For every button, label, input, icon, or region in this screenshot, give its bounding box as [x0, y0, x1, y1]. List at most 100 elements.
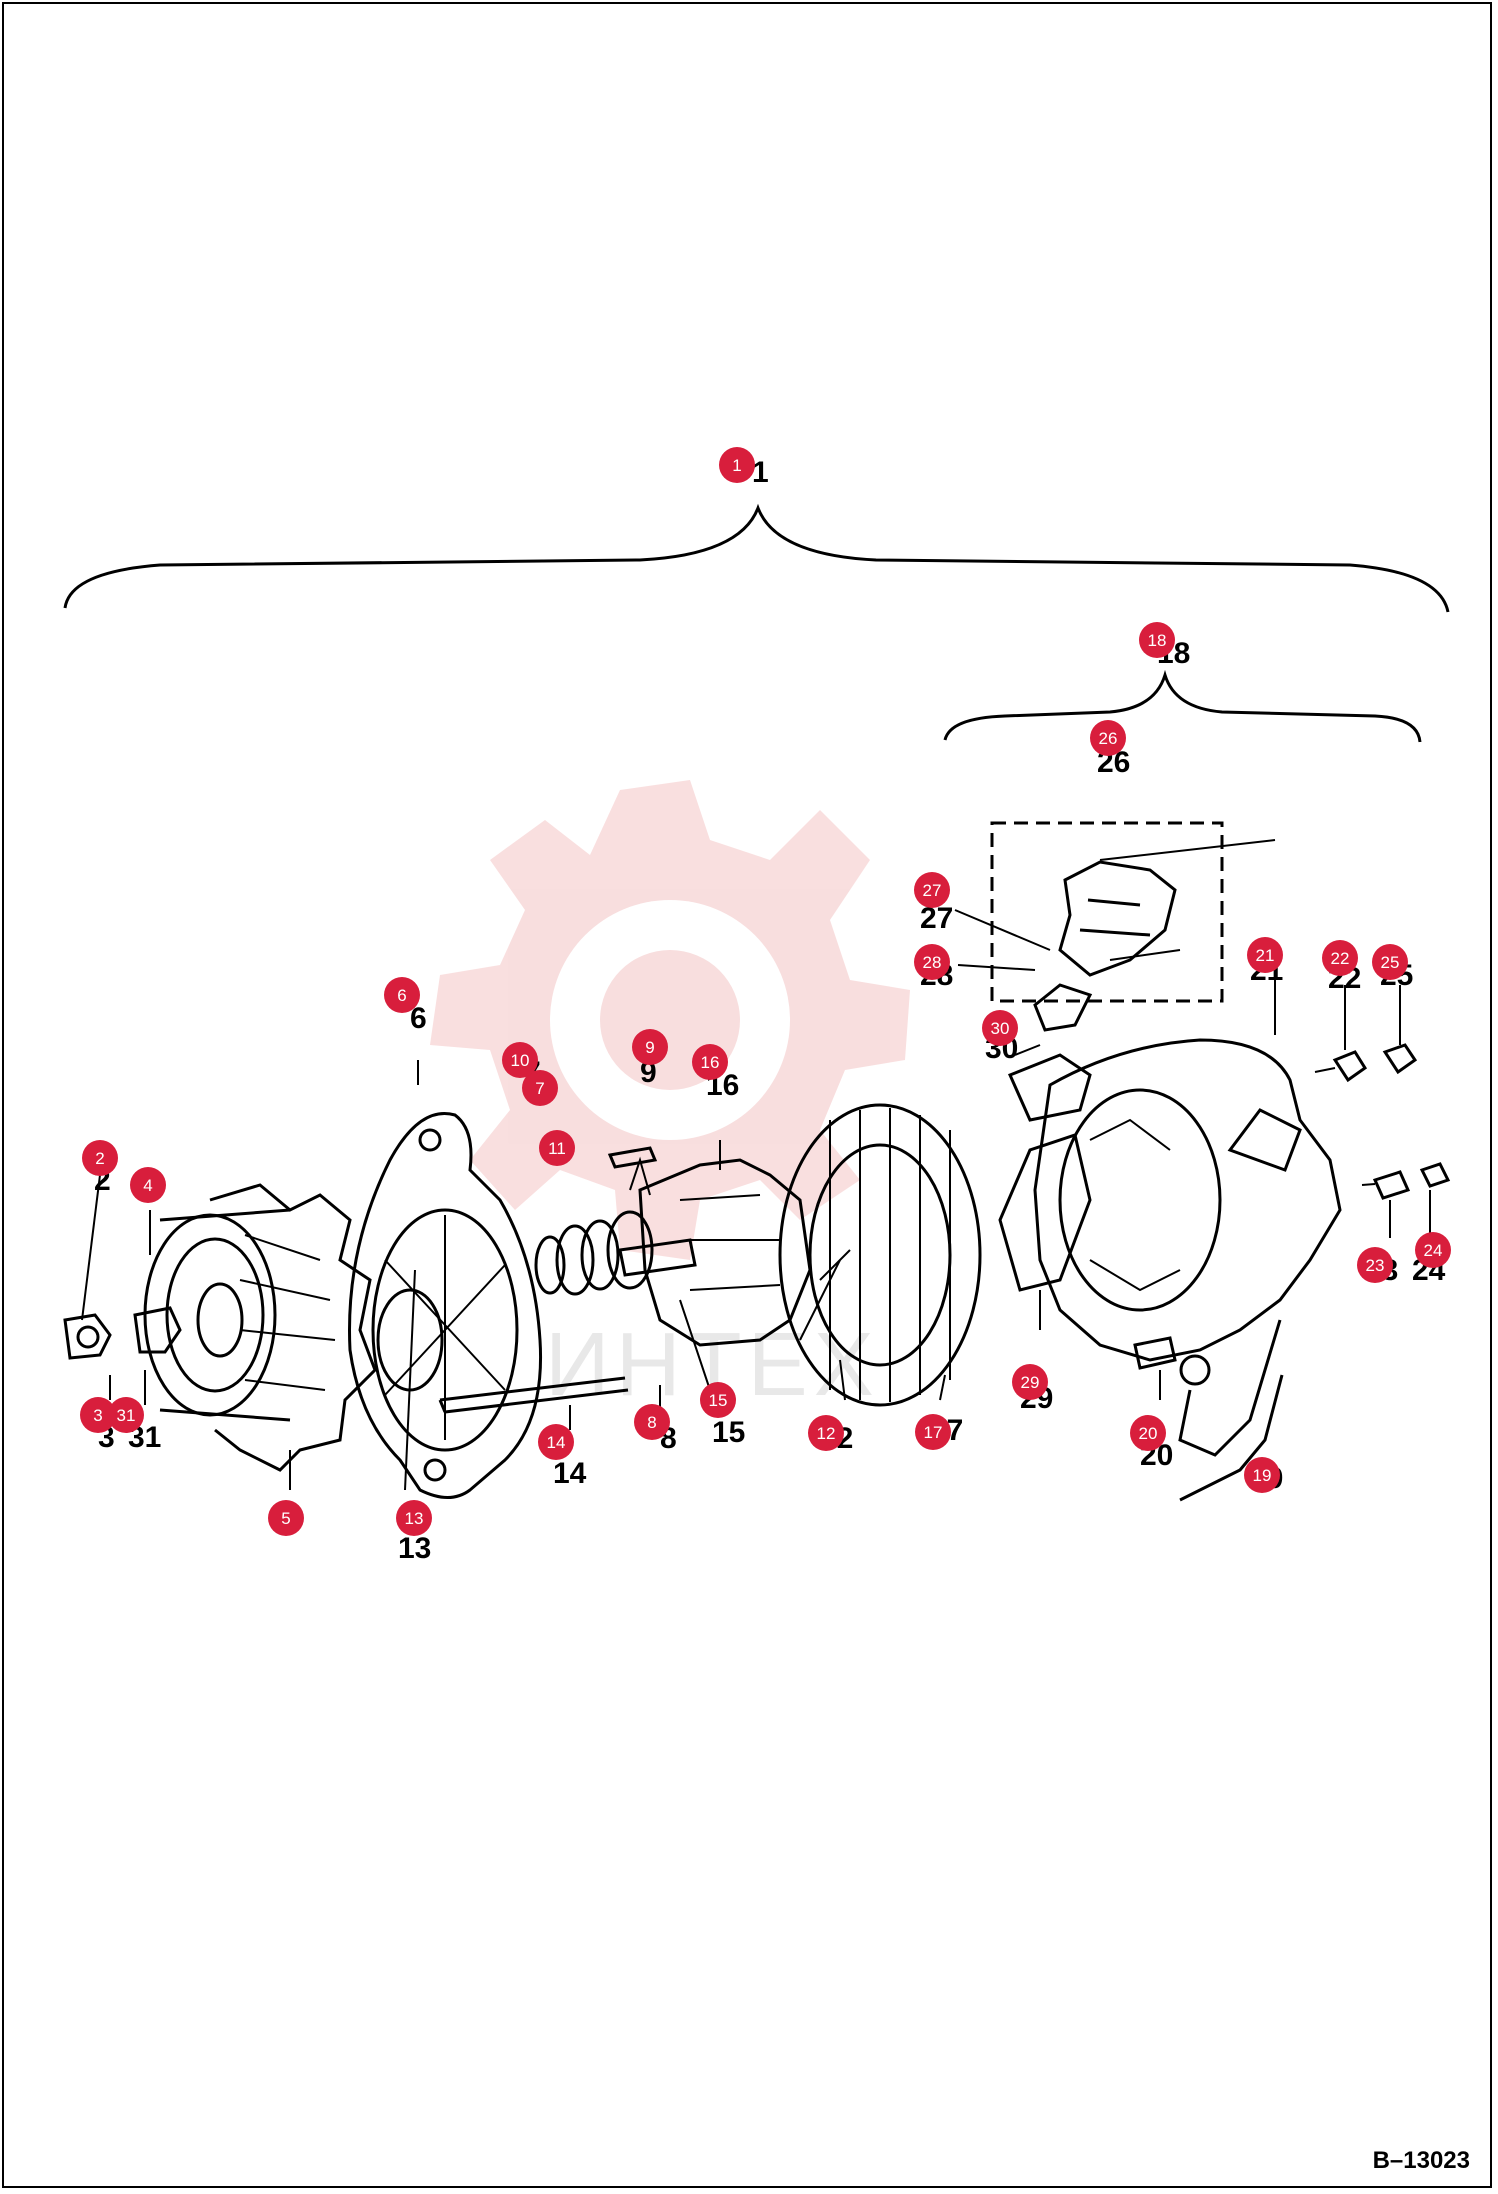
svg-text:1: 1	[732, 456, 741, 475]
callout-19[interactable]: 19	[1244, 1457, 1280, 1493]
rectifier-part-30	[1007, 1053, 1092, 1122]
terminal-nut-22	[1332, 1050, 1368, 1083]
callout-17[interactable]: 17	[915, 1414, 951, 1450]
callout-7[interactable]: 7	[522, 1070, 558, 1106]
svg-text:8: 8	[647, 1413, 656, 1432]
svg-text:18: 18	[1148, 631, 1167, 650]
svg-text:15: 15	[709, 1391, 728, 1410]
terminal-23	[1372, 1170, 1411, 1200]
bracket-part-19	[1179, 1374, 1284, 1502]
terminal-24	[1419, 1162, 1451, 1188]
callout-31[interactable]: 31	[108, 1397, 144, 1433]
svg-text:24: 24	[1424, 1241, 1443, 1260]
callout-1[interactable]: 1	[719, 447, 755, 483]
fan-part-5	[209, 1183, 377, 1472]
svg-text:19: 19	[1253, 1466, 1272, 1485]
callout-29[interactable]: 29	[1012, 1364, 1048, 1400]
svg-text:9: 9	[645, 1038, 654, 1057]
callout-4[interactable]: 4	[130, 1167, 166, 1203]
rectifier-part-29	[998, 1133, 1092, 1292]
callout-16[interactable]: 16	[692, 1044, 728, 1080]
watermark-gear-logo	[430, 780, 910, 1260]
regulator-part	[1058, 860, 1177, 977]
callout-27[interactable]: 27	[914, 872, 950, 908]
callout-13[interactable]: 13	[396, 1500, 432, 1536]
rear-frame-part-21	[1033, 1038, 1342, 1457]
callout-20[interactable]: 20	[1130, 1415, 1166, 1451]
ref-27: 27	[920, 902, 953, 935]
callout-14[interactable]: 14	[538, 1424, 574, 1460]
stator-part-12	[778, 1103, 982, 1407]
svg-text:2: 2	[95, 1149, 104, 1168]
svg-text:23: 23	[1366, 1256, 1385, 1275]
callout-23[interactable]: 23	[1357, 1247, 1393, 1283]
svg-text:25: 25	[1381, 953, 1400, 972]
callout-8[interactable]: 8	[634, 1404, 670, 1440]
callout-9[interactable]: 9	[632, 1029, 668, 1065]
brush-holder	[1033, 983, 1093, 1032]
pulley-assembly	[63, 1208, 291, 1422]
bushing-part-20	[1133, 1336, 1177, 1370]
svg-text:21: 21	[1256, 946, 1275, 965]
svg-text:31: 31	[117, 1406, 136, 1425]
svg-text:22: 22	[1331, 949, 1350, 968]
ref-6: 6	[410, 1002, 427, 1035]
svg-text:17: 17	[924, 1423, 943, 1442]
svg-text:29: 29	[1021, 1373, 1040, 1392]
ref-15: 15	[712, 1416, 745, 1449]
svg-text:26: 26	[1099, 729, 1118, 748]
svg-text:7: 7	[535, 1079, 544, 1098]
bearing-stack	[534, 1156, 654, 1296]
ref-13: 13	[398, 1532, 431, 1565]
terminal-nut-25	[1382, 1043, 1418, 1075]
callout-11[interactable]: 11	[539, 1130, 575, 1166]
callout-24[interactable]: 24	[1415, 1232, 1451, 1268]
svg-text:30: 30	[991, 1019, 1010, 1038]
regulator-wire	[1099, 839, 1276, 861]
callout-26[interactable]: 26	[1090, 720, 1126, 756]
regulator-dashed-box	[990, 821, 1224, 1003]
svg-text:4: 4	[143, 1176, 152, 1195]
callout-bubbles: 1 2 3 4 5 6 7 8 9 10 11 12 13 14 15 16 1…	[80, 447, 1451, 1536]
svg-text:20: 20	[1139, 1424, 1158, 1443]
terminal-line-22	[1314, 1067, 1336, 1073]
callout-18[interactable]: 18	[1139, 622, 1175, 658]
screw-part-9	[607, 1146, 658, 1169]
svg-text:14: 14	[547, 1433, 566, 1452]
callout-3[interactable]: 3	[80, 1397, 116, 1433]
callout-5[interactable]: 5	[268, 1500, 304, 1536]
callout-2[interactable]: 2	[82, 1140, 118, 1176]
svg-text:13: 13	[405, 1509, 424, 1528]
leader-lines	[81, 909, 1431, 1491]
callout-25[interactable]: 25	[1372, 944, 1408, 980]
callout-30[interactable]: 30	[982, 1010, 1018, 1046]
subassembly-brace-18	[943, 669, 1422, 743]
svg-text:28: 28	[923, 953, 942, 972]
callout-22[interactable]: 22	[1322, 940, 1358, 976]
screw-27	[1109, 949, 1181, 961]
terminal-line-23	[1361, 1183, 1376, 1186]
through-bolt-part-14	[438, 1376, 629, 1414]
svg-text:10: 10	[511, 1051, 530, 1070]
svg-text:12: 12	[817, 1424, 836, 1443]
callout-21[interactable]: 21	[1247, 937, 1283, 973]
callout-6[interactable]: 6	[384, 977, 420, 1013]
svg-text:27: 27	[923, 881, 942, 900]
svg-text:6: 6	[397, 986, 406, 1005]
assembly-brace-1	[63, 503, 1450, 613]
drawing-reference-number: B–13023	[1373, 2147, 1470, 2174]
callout-15[interactable]: 15	[700, 1382, 736, 1418]
callout-10[interactable]: 10	[502, 1042, 538, 1078]
ref-14: 14	[553, 1457, 587, 1490]
ref-1: 1	[752, 456, 769, 489]
front-frame-part-6	[348, 1112, 543, 1499]
rotor-part-15	[618, 1158, 812, 1347]
callout-12[interactable]: 12	[808, 1415, 844, 1451]
svg-text:16: 16	[701, 1053, 720, 1072]
svg-text:5: 5	[281, 1509, 290, 1528]
svg-text:3: 3	[93, 1406, 102, 1425]
callout-28[interactable]: 28	[914, 944, 950, 980]
svg-text:11: 11	[548, 1139, 566, 1158]
